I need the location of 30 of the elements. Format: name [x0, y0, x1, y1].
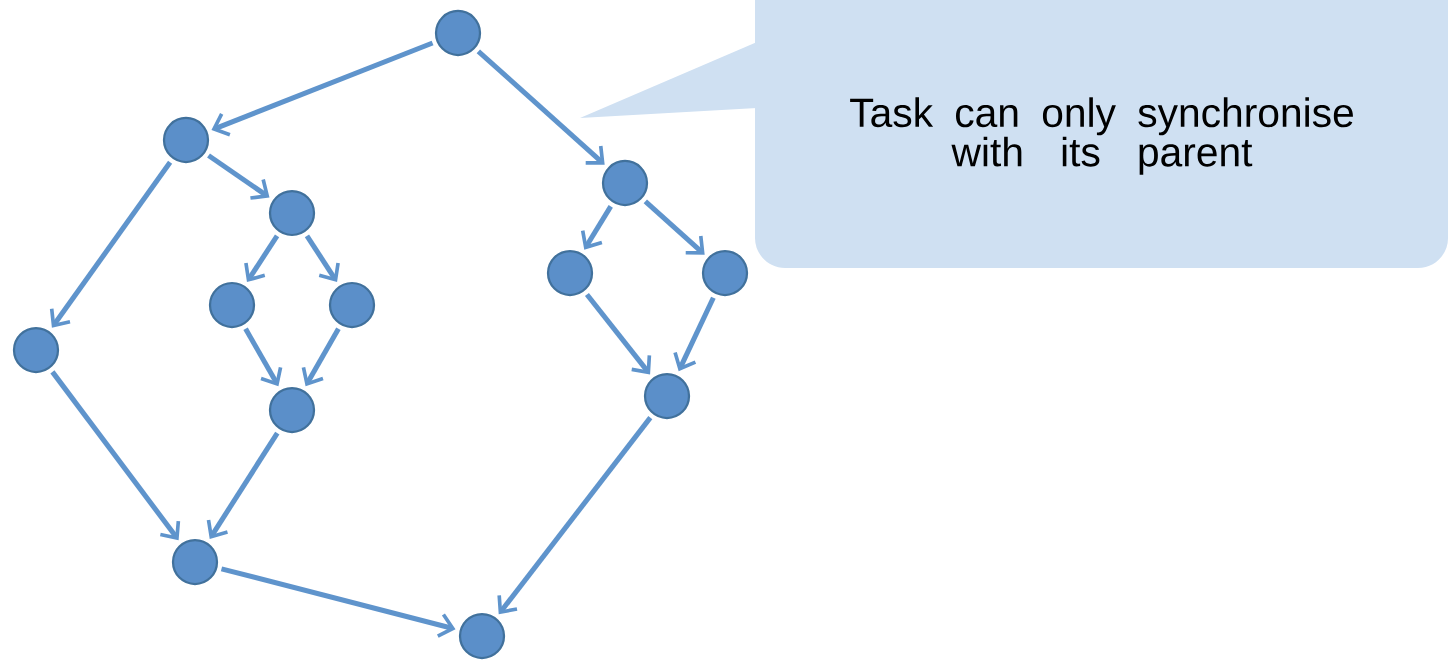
arrow	[476, 49, 605, 165]
circle-node	[12, 326, 60, 374]
circle-node	[162, 116, 210, 164]
arrow	[497, 416, 653, 615]
arrow	[49, 160, 173, 328]
arrow	[50, 370, 181, 541]
circle-node	[268, 386, 316, 434]
circle-node	[268, 189, 316, 237]
circle-node	[328, 281, 376, 329]
arrow	[673, 296, 716, 372]
arrow	[206, 431, 280, 539]
circle-node	[643, 372, 691, 420]
arrow	[244, 234, 280, 283]
arrow	[304, 234, 340, 283]
circle-node	[208, 281, 256, 329]
arrow	[211, 40, 434, 137]
circle-node	[601, 159, 649, 207]
arrow	[643, 199, 705, 255]
arrow	[584, 292, 652, 375]
arrow	[207, 153, 270, 200]
circle-node	[171, 538, 219, 586]
speech-bubble: Task can only synchronise with its parent	[580, 0, 1448, 268]
arrow	[220, 566, 456, 638]
arrow	[301, 327, 341, 387]
circle-node	[546, 249, 594, 297]
circle-node	[701, 249, 749, 297]
arrow	[580, 205, 613, 250]
arrow	[243, 327, 283, 387]
circle-node	[458, 612, 506, 660]
circle-node	[434, 9, 482, 57]
